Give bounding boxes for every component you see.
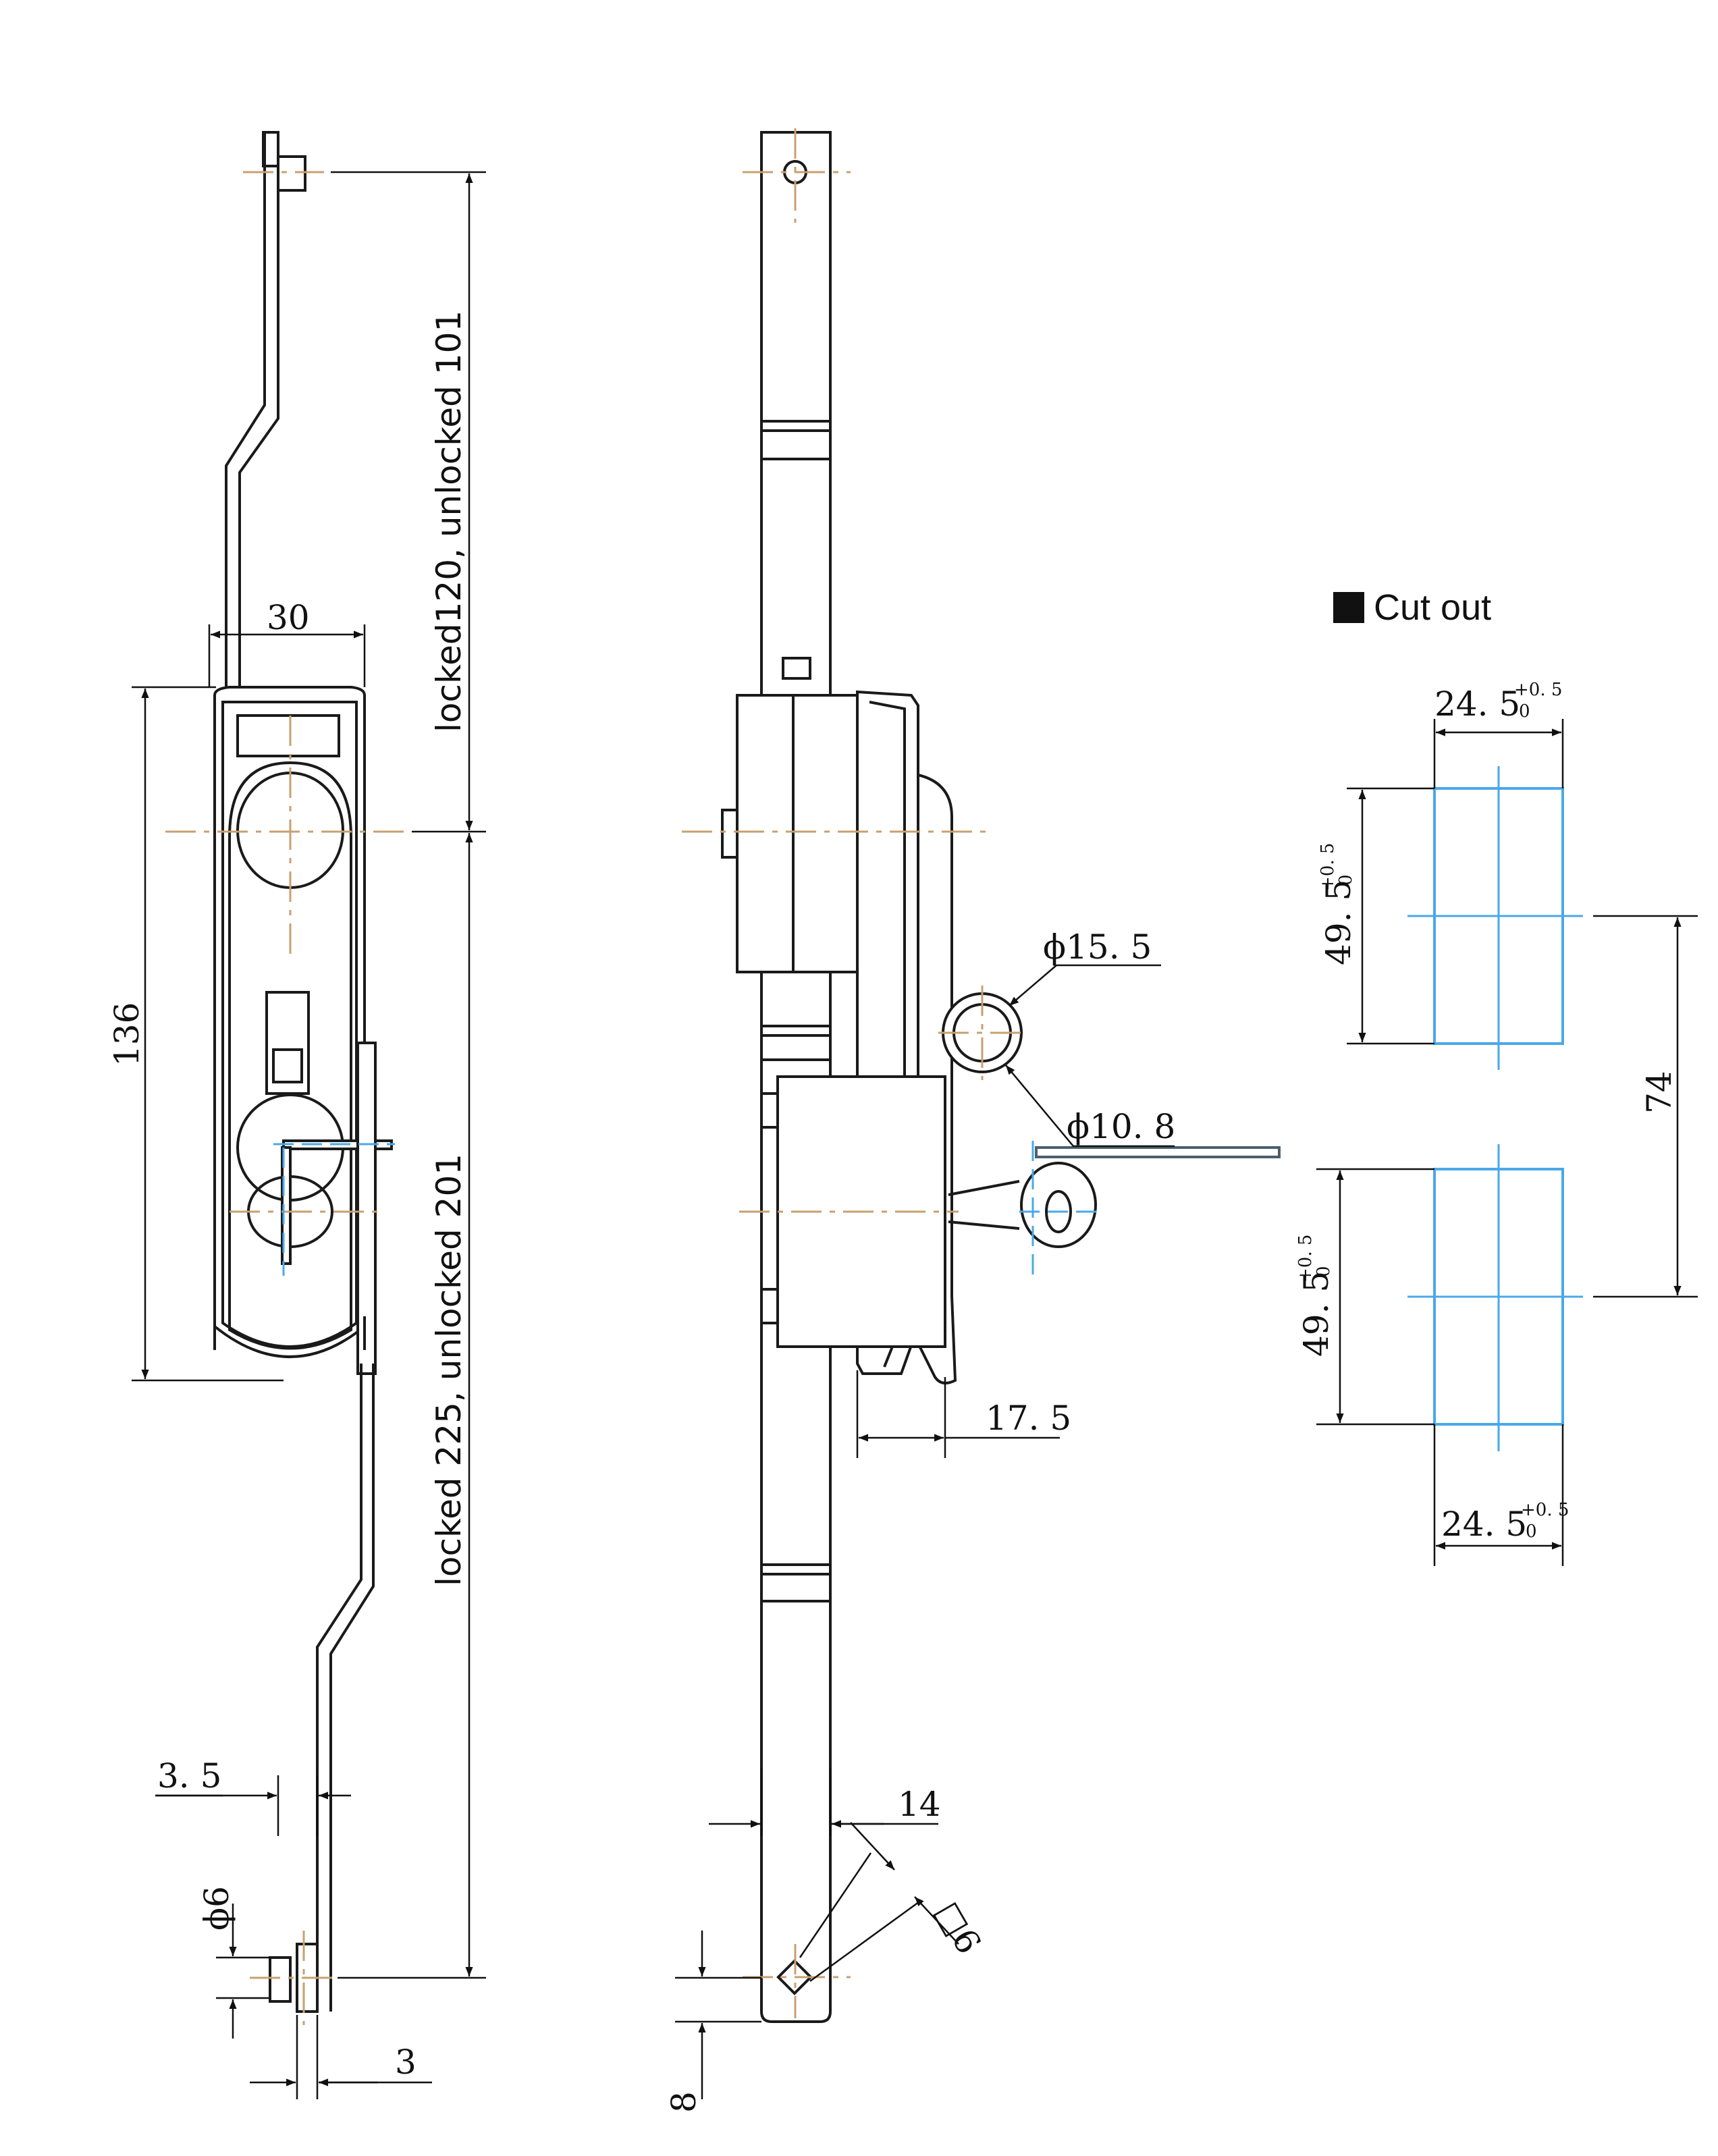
cutout-height-lower-tol-zero: 0 bbox=[1314, 1266, 1334, 1277]
front-view bbox=[213, 131, 393, 2013]
cutout-height-lower: 49. 5 bbox=[1297, 1271, 1336, 1357]
cutout-width-bottom-tol-zero: 0 bbox=[1526, 1521, 1537, 1542]
cutout-width-top: 24. 5 bbox=[1434, 684, 1520, 724]
cutout-width-bottom-tol-plus: +0. 5 bbox=[1521, 1500, 1569, 1520]
dim-lower-travel: locked 225, unlocked 201 bbox=[429, 1154, 468, 1586]
cutout-width-bottom: 24. 5 bbox=[1441, 1505, 1527, 1544]
dim-phi-6: ϕ6 bbox=[197, 1886, 236, 1931]
cutout-pitch: 74 bbox=[1640, 1071, 1679, 1114]
dim-30: 30 bbox=[267, 598, 310, 637]
dim-phi-10-8: ϕ10. 8 bbox=[1067, 1107, 1175, 1146]
cutout-height-upper: 49. 5 bbox=[1319, 880, 1358, 965]
cutout-view bbox=[1316, 592, 1698, 1566]
side-center-lines bbox=[682, 128, 1026, 2018]
dim-3: 3 bbox=[395, 2043, 417, 2082]
cutout-center-lines bbox=[1407, 766, 1583, 1451]
cutout-dimension-lines bbox=[1316, 719, 1698, 1566]
dim-phi-15-5: ϕ15. 5 bbox=[1043, 927, 1152, 967]
cutout-height-lower-tol-plus: +0. 5 bbox=[1295, 1235, 1316, 1283]
dim-14: 14 bbox=[898, 1785, 941, 1824]
dim-17-5: 17. 5 bbox=[986, 1399, 1071, 1438]
dim-square-6: □6 bbox=[928, 1895, 989, 1960]
dim-8: 8 bbox=[664, 2091, 703, 2113]
side-view bbox=[721, 131, 1281, 2023]
cutout-width-top-tol-plus: +0. 5 bbox=[1514, 680, 1562, 700]
front-center-lines bbox=[165, 171, 412, 2025]
cutout-width-top-tol-zero: 0 bbox=[1519, 701, 1530, 722]
handle-body bbox=[213, 686, 393, 1375]
cutout-height-upper-tol-zero: 0 bbox=[1336, 874, 1356, 886]
cutout-legend-square bbox=[1333, 592, 1364, 623]
upper-rod bbox=[225, 131, 306, 689]
lower-rod bbox=[269, 1364, 375, 2013]
cutout-title: Cut out bbox=[1374, 587, 1491, 628]
dim-136: 136 bbox=[107, 1002, 146, 1067]
dim-upper-travel: locked120, unlocked 101 bbox=[429, 311, 468, 732]
dimension-lines bbox=[132, 171, 1175, 2099]
cutout-height-upper-tol-plus: +0. 5 bbox=[1318, 843, 1338, 891]
key-center-lines bbox=[273, 1141, 1100, 1283]
dim-3-5: 3. 5 bbox=[157, 1756, 221, 1796]
